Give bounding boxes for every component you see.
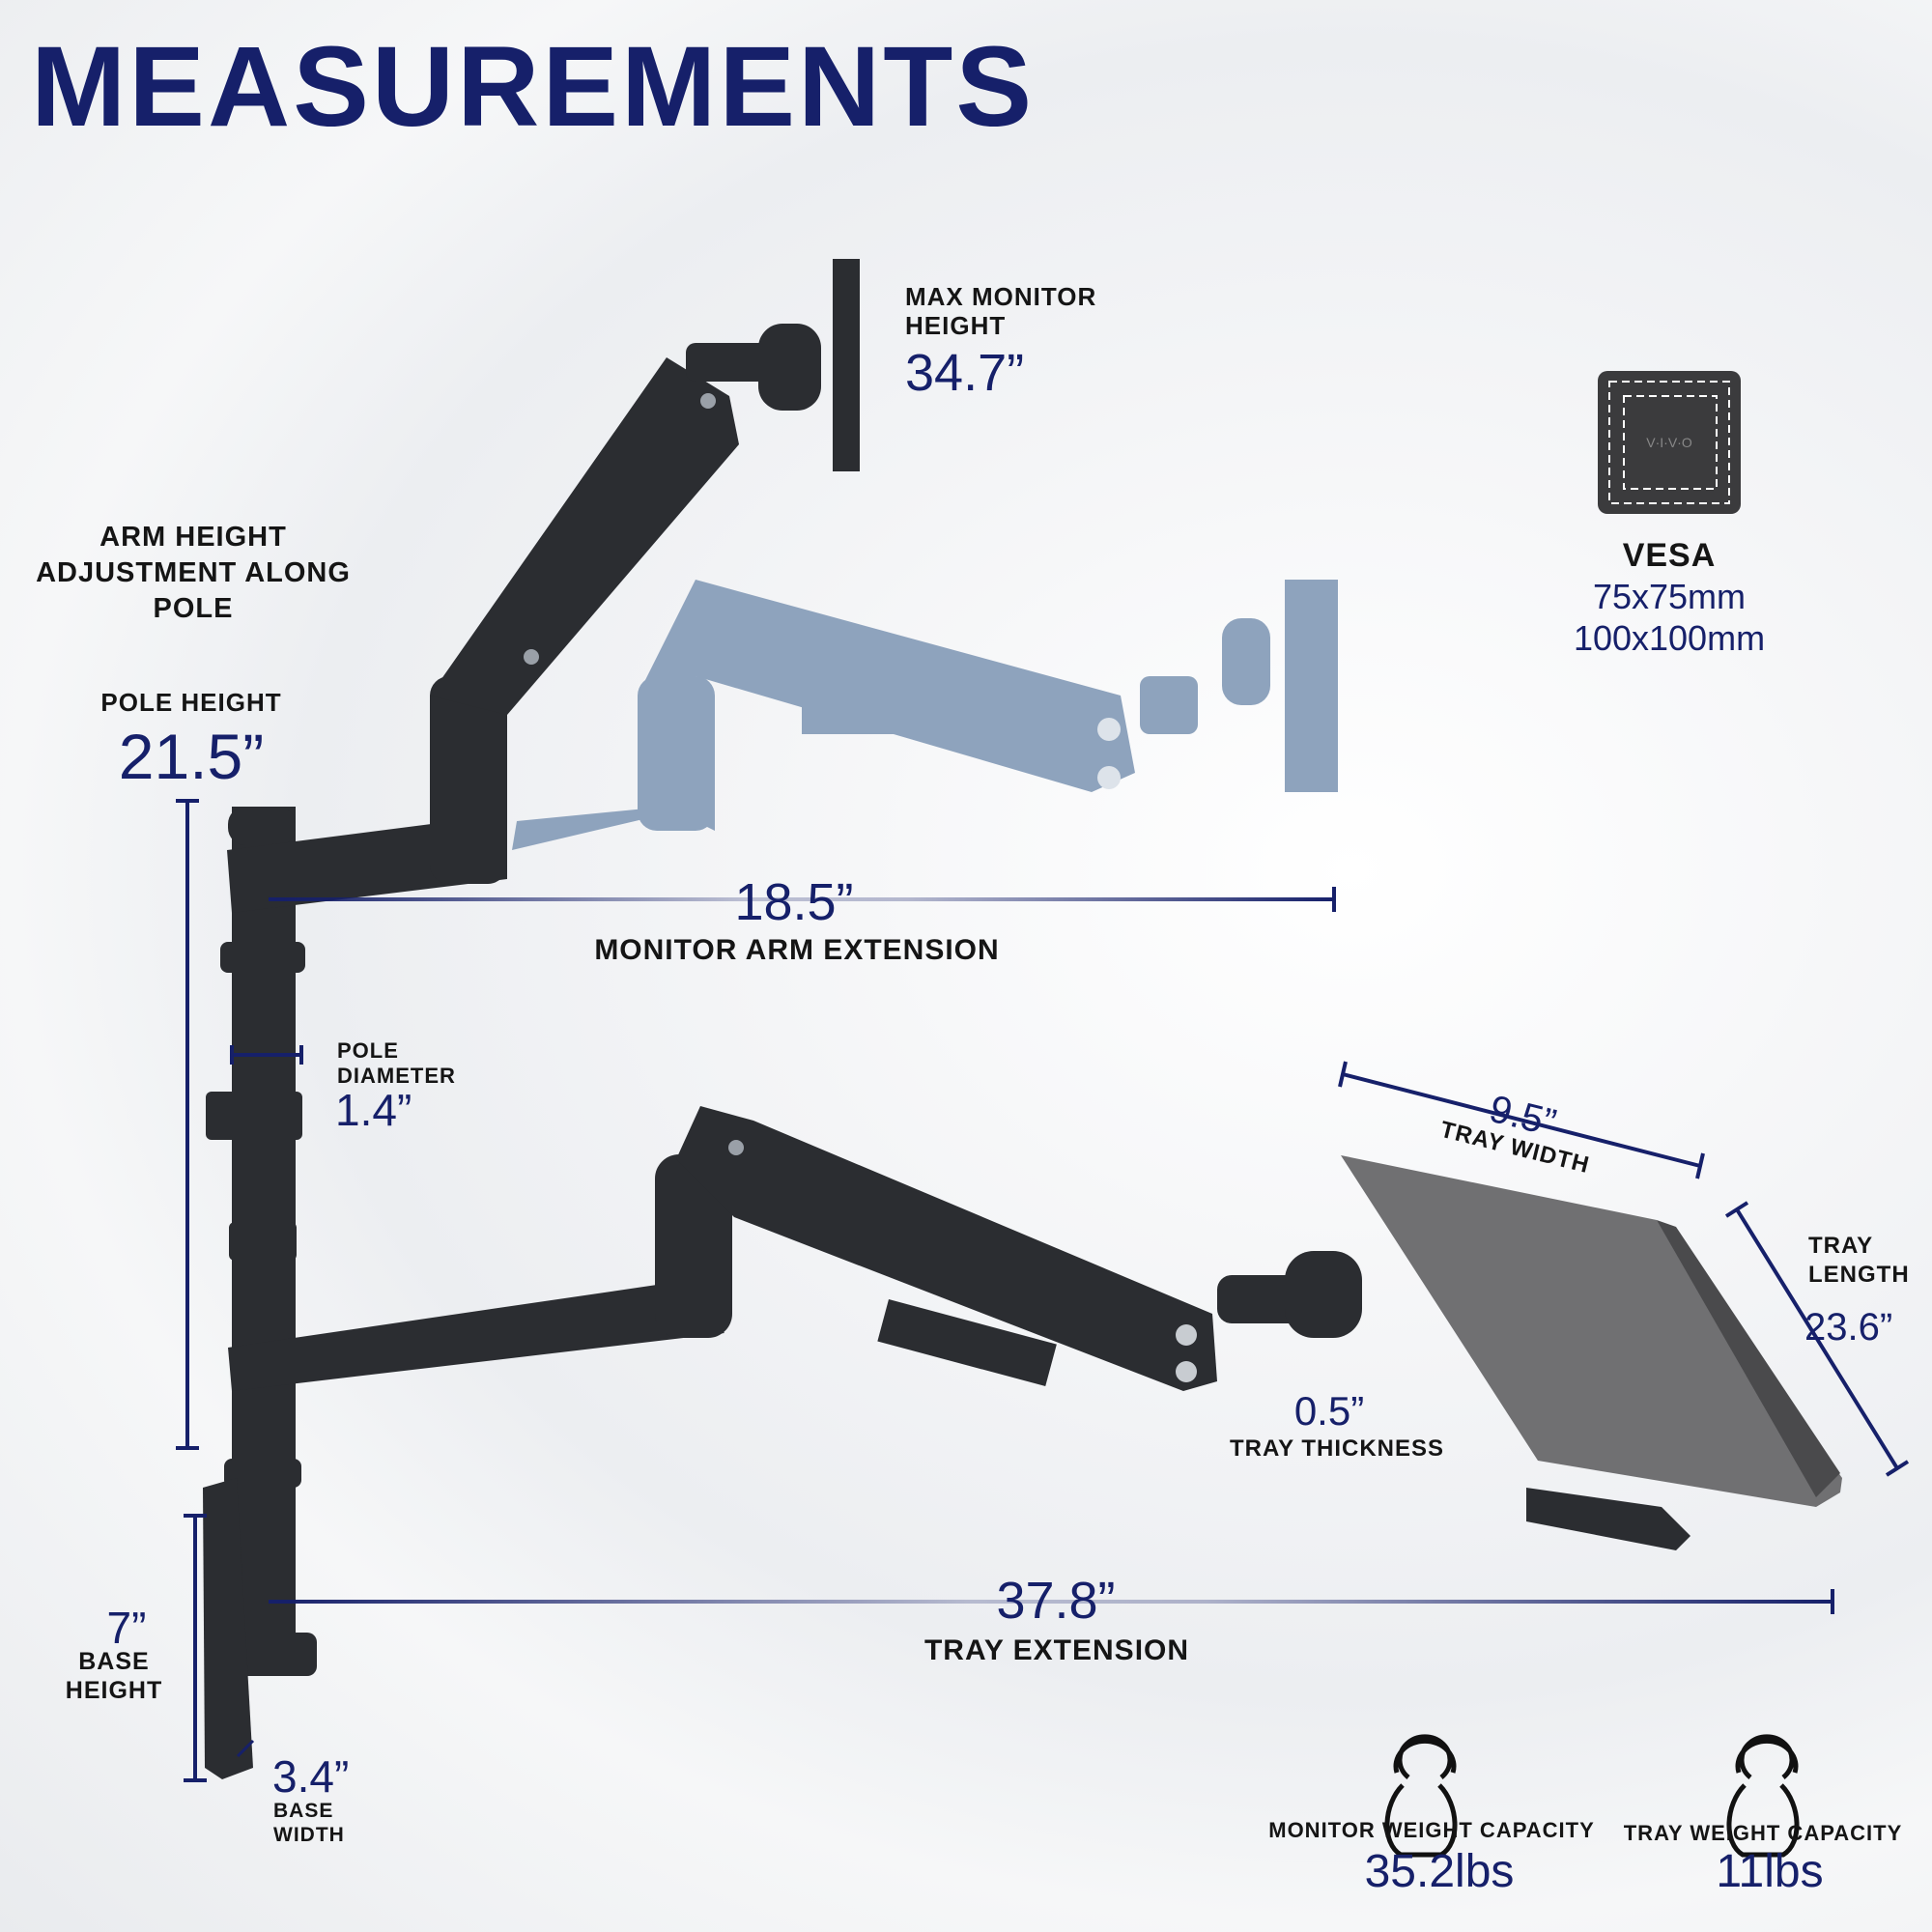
monitor-arm-extension-value: 18.5”	[734, 873, 854, 931]
label-line: BASE	[273, 1800, 334, 1822]
pole-diameter-value: 1.4”	[335, 1085, 412, 1135]
label-line: POLE	[153, 593, 234, 624]
tray-thickness-value: 0.5”	[1293, 1388, 1365, 1434]
arm-height-label: ARM HEIGHT ADJUSTMENT ALONG POLE	[36, 520, 351, 627]
label-line: MAX MONITOR	[905, 282, 1097, 311]
pole	[203, 807, 317, 1779]
vesa-plate-image: V·I·V·O	[1598, 371, 1741, 514]
max-monitor-height-label: MAX MONITOR HEIGHT	[905, 282, 1096, 340]
monitor-arm	[227, 259, 860, 913]
tray-weight-label: TRAY WEIGHT CAPACITY	[1623, 1821, 1903, 1845]
vesa-size: 100x100mm	[1573, 618, 1766, 658]
vesa-size: 75x75mm	[1592, 577, 1747, 616]
tray-arm	[228, 1106, 1362, 1391]
dimension-lines	[176, 799, 1910, 1782]
label-line: BASE	[78, 1648, 150, 1675]
max-monitor-height-value: 34.7”	[905, 344, 1025, 402]
base-width-value: 3.4”	[272, 1751, 350, 1802]
pole-height-value: 21.5”	[118, 721, 265, 792]
tray-weight-value: 11lbs	[1716, 1846, 1824, 1897]
tray-length-label: TRAY LENGTH	[1808, 1232, 1910, 1290]
tray-thickness-label: TRAY THICKNESS	[1229, 1435, 1445, 1462]
kettlebell-icon	[1726, 1734, 1800, 1858]
label-line: HEIGHT	[65, 1677, 163, 1704]
label-line: LENGTH	[1808, 1262, 1910, 1288]
vivo-logo: V·I·V·O	[1646, 435, 1692, 450]
tray	[1341, 1155, 1842, 1550]
tray-extension-value: 37.8”	[996, 1572, 1116, 1630]
kettlebell-icon	[1384, 1734, 1458, 1858]
pole-diameter-label: POLE DIAMETER	[337, 1038, 456, 1089]
ghost-monitor-arm	[512, 580, 1338, 850]
base-width-label: BASE WIDTH	[273, 1799, 345, 1847]
label-line: WIDTH	[273, 1824, 345, 1846]
label-line: DIAMETER	[337, 1064, 456, 1088]
label-line: HEIGHT	[905, 311, 1007, 340]
label-line: TRAY	[1808, 1233, 1874, 1259]
label-line: ARM HEIGHT	[99, 522, 287, 553]
base-height-value: 7”	[106, 1603, 147, 1653]
monitor-weight-label: MONITOR WEIGHT CAPACITY	[1268, 1818, 1595, 1842]
monitor-arm-extension-label: MONITOR ARM EXTENSION	[594, 934, 1000, 966]
base-height-label: BASE HEIGHT	[66, 1647, 162, 1705]
label-line: POLE	[337, 1038, 399, 1063]
tray-extension-label: TRAY EXTENSION	[923, 1634, 1190, 1666]
pole-height-label: POLE HEIGHT	[100, 688, 282, 717]
monitor-weight-value: 35.2lbs	[1364, 1846, 1515, 1897]
tray-length-value: 23.6”	[1804, 1306, 1893, 1349]
vesa-label: VESA	[1622, 537, 1717, 574]
page-title: MEASUREMENTS	[31, 23, 1036, 151]
label-line: ADJUSTMENT ALONG	[36, 557, 351, 588]
